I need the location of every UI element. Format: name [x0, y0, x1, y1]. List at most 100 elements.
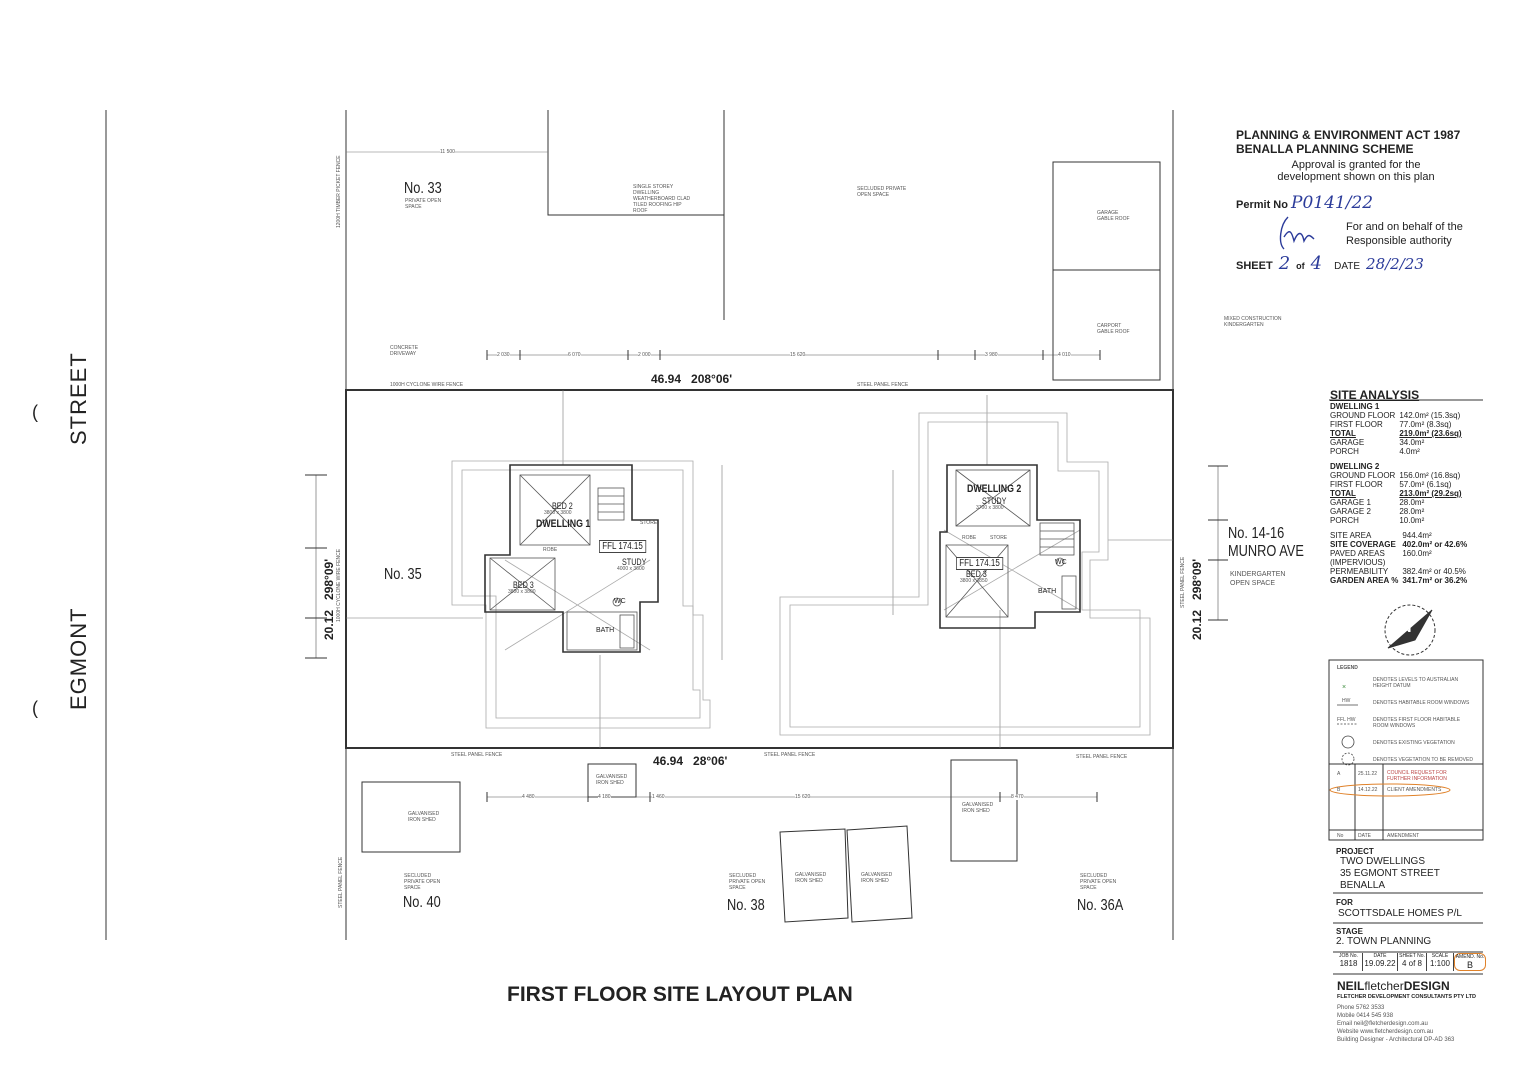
- sa-cell: 28.0m²: [1399, 507, 1425, 516]
- d1-name: DWELLING 1: [536, 518, 591, 530]
- sa-cell: GROUND FLOOR: [1330, 411, 1396, 420]
- firm-name-b: fletcher: [1364, 979, 1404, 993]
- d1-bed2-label: BED 2: [552, 501, 573, 511]
- secluded-no38: SECLUDED PRIVATE OPEN SPACE: [729, 873, 766, 891]
- stamp-act: PLANNING & ENVIRONMENT ACT 1987: [1236, 128, 1461, 142]
- firm-name-c: DESIGN: [1403, 979, 1450, 993]
- galv-shed-note-4: GALVANISED IRON SHED: [795, 872, 827, 884]
- timber-fence-note: 1200H TIMBER PICKET FENCE: [336, 155, 342, 228]
- legend-item-3: DENOTES FIRST FLOOR HABITABLE ROOM WINDO…: [1373, 717, 1461, 729]
- dim-15620: 15 620: [790, 352, 806, 358]
- d1-study-label: STUDY: [622, 557, 647, 567]
- d2-bed3-size: 3800 x 3850: [960, 578, 988, 584]
- steel-fence-top: STEEL PANEL FENCE: [857, 382, 909, 388]
- driveway-note: CONCRETE DRIVEWAY: [390, 345, 419, 357]
- stamp-permit-row: Permit No P0141/22: [1236, 193, 1476, 213]
- mixed-kinder-note: MIXED CONSTRUCTION KINDERGARTEN: [1224, 316, 1282, 328]
- tb-col-date: DATE 19.09.22: [1363, 953, 1398, 971]
- no33-note: PRIVATE OPEN SPACE: [405, 198, 442, 210]
- stamp-approval-1: Approval is granted for the: [1291, 159, 1421, 171]
- sa-cell: [1402, 558, 1471, 567]
- street-name-bottom: EGMONT: [66, 607, 91, 710]
- sa-cell: FIRST FLOOR: [1330, 420, 1383, 429]
- stamp-signature-row: For and on behalf of the Responsible aut…: [1236, 216, 1476, 253]
- sa-cell: 156.0m² (16.8sq): [1399, 471, 1461, 480]
- stamp-scheme: BENALLA PLANNING SCHEME: [1236, 142, 1414, 156]
- tb-col-sheet: SHEET No. 4 of 8: [1398, 953, 1427, 971]
- d2-bed3-label: BED 3: [966, 569, 987, 579]
- stamp-sheet-total: 4: [1310, 253, 1323, 274]
- tb-stage-label: STAGE: [1336, 927, 1363, 936]
- amend-row-a-no: A: [1337, 771, 1341, 777]
- tb-project-3: BENALLA: [1340, 880, 1386, 891]
- tb-col-label: DATE: [1373, 953, 1387, 959]
- tb-project-label: PROJECT: [1336, 847, 1374, 856]
- secluded-no40: SECLUDED PRIVATE OPEN SPACE: [404, 873, 441, 891]
- d2-store-label: STORE: [990, 535, 1008, 541]
- firm-logo: NEILfletcherDESIGN: [1337, 979, 1450, 993]
- stamp-date-label: DATE: [1334, 261, 1361, 272]
- contact-mobile: Mobile 0414 545 938: [1337, 1013, 1394, 1019]
- sa-d2-heading: DWELLING 2: [1330, 462, 1380, 471]
- legend-heading: LEGEND: [1337, 665, 1358, 671]
- sa-cell: PERMEABILITY: [1330, 567, 1389, 576]
- dim-1460: 1 460: [652, 794, 665, 800]
- d1-store-label: STORE: [640, 520, 658, 526]
- dim-4480: 4 480: [522, 794, 535, 800]
- dim-b15620: 15 620: [795, 794, 811, 800]
- sa-cell: FIRST FLOOR: [1330, 480, 1383, 489]
- stamp-sheet-row: SHEET 2 of 4 DATE 28/2/23: [1236, 253, 1476, 274]
- firm-contact: Phone 5762 3533 Mobile 0414 545 938 Emai…: [1337, 1004, 1454, 1044]
- sa-cell: SITE COVERAGE: [1330, 540, 1396, 549]
- sa-cell: TOTAL: [1330, 429, 1356, 438]
- stamp-sheet-no: 2: [1278, 253, 1291, 274]
- d1-bath-label: BATH: [596, 627, 615, 634]
- sa-cell: 34.0m²: [1399, 438, 1425, 447]
- amend-header-date: DATE: [1358, 833, 1371, 839]
- amend-row-a-date: 25.11.22: [1358, 771, 1378, 777]
- tb-project-2: 35 EGMONT STREET: [1340, 868, 1440, 879]
- galv-shed-note-3: GALVANISED IRON SHED: [962, 802, 994, 814]
- stamp-date-value: 28/2/23: [1366, 255, 1424, 273]
- sa-cell: GARAGE 2: [1330, 507, 1371, 516]
- sa-cell: GARAGE: [1330, 438, 1365, 447]
- sa-cell: 77.0m² (8.3sq): [1399, 420, 1452, 429]
- sa-cell: PORCH: [1330, 447, 1359, 456]
- north-arrow-icon: N: [1402, 620, 1412, 635]
- sa-cell: (IMPERVIOUS): [1330, 558, 1386, 567]
- stamp-approval-2: development shown on this plan: [1277, 171, 1435, 183]
- d2-wc-label: WC: [1055, 559, 1067, 566]
- amend-row-b-no: B: [1337, 787, 1341, 793]
- sa-cell: 142.0m² (15.3sq): [1399, 411, 1461, 420]
- stamp-permit-label: Permit No: [1236, 199, 1288, 211]
- sa-cell: GARAGE 1: [1330, 498, 1371, 507]
- street-name-top: STREET: [66, 352, 91, 445]
- legend-item-1: DENOTES LEVELS TO AUSTRALIAN HEIGHT DATU…: [1373, 677, 1459, 689]
- dim-4180: 4 180: [598, 794, 611, 800]
- sa-cell: SITE AREA: [1330, 531, 1372, 540]
- tb-col-value: 4 of 8: [1401, 959, 1422, 968]
- d1-bed3-label: BED 3: [513, 580, 534, 590]
- amend-header-no: No: [1337, 833, 1344, 839]
- sa-cell: 944.4m²: [1402, 531, 1432, 540]
- amend-row-b-text: CLIENT AMENDMENTS: [1387, 787, 1442, 793]
- neighbour-no40: No. 40: [403, 894, 441, 911]
- neighbour-munro-ave: MUNRO AVE: [1228, 543, 1304, 560]
- stamp-behalf-2: Responsible authority: [1346, 235, 1452, 247]
- boundary-bearing-bottom: 46.94 28°06': [653, 754, 728, 768]
- tb-col-label: JOB No.: [1339, 953, 1358, 959]
- cyclone-fence-left-note: 1000H CYCLONE WIRE FENCE: [336, 548, 342, 622]
- drawing-title: FIRST FLOOR SITE LAYOUT PLAN: [507, 983, 853, 1006]
- galv-shed-note-1: GALVANISED IRON SHED: [408, 811, 440, 823]
- legend-sym-hw: HW: [1342, 698, 1351, 704]
- tb-info-grid: JOB No. 1818 DATE 19.09.22 SHEET No. 4 o…: [1335, 953, 1486, 971]
- garage-note: GARAGE GABLE ROOF: [1097, 210, 1130, 222]
- title-block: PROJECT TWO DWELLINGS 35 EGMONT STREET B…: [1336, 847, 1486, 948]
- steel-fence-bottom-left: STEEL PANEL FENCE: [451, 752, 503, 758]
- approval-stamp: PLANNING & ENVIRONMENT ACT 1987 BENALLA …: [1236, 128, 1476, 274]
- tb-col-value: 1818: [1339, 959, 1358, 968]
